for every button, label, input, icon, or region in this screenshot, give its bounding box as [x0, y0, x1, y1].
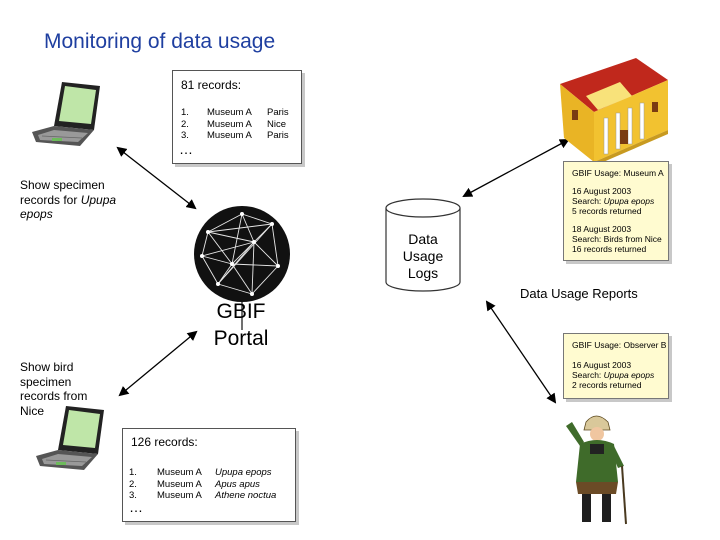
reports-heading: Data Usage Reports [520, 286, 638, 301]
results-row-museums: Museum A Museum A Museum A [157, 467, 202, 501]
report-note-museum: GBIF Usage: Museum A 16 August 2003 Sear… [563, 161, 669, 261]
arrow-logs-museum [462, 139, 570, 197]
arrow-laptop-top-portal [116, 146, 197, 210]
report-entry: 16 August 2003 Search: Upupa epops 2 rec… [572, 360, 655, 390]
report-header: GBIF Usage: Observer B [572, 340, 667, 350]
query-label-bottom: Show bird specimen records from Nice [20, 360, 88, 418]
diagram-title: Monitoring of data usage [44, 30, 276, 53]
results-ellipsis: … [179, 141, 194, 157]
query-label-top: Show specimen records for Upupa epops [20, 178, 117, 221]
logs-label: Data Usage Logs [402, 231, 444, 281]
results-row-places: Paris Nice Paris [267, 107, 289, 141]
top-results-box: 81 records: 1. 2. 3. Museum A Museum A M… [172, 70, 302, 164]
bottom-results-box: 126 records: 1. 2. 3. Museum A Museum A … [122, 428, 296, 522]
birdwatcher-icon [566, 415, 627, 525]
results-count: 126 records: [131, 435, 198, 449]
results-row-numbers: 1. 2. 3. [181, 107, 189, 141]
results-row-species: Upupa epops Apus apus Athene noctua [215, 467, 277, 501]
results-count: 81 records: [181, 78, 242, 92]
laptop-icon [36, 406, 104, 470]
network-globe-icon [194, 206, 290, 330]
report-entry: 16 August 2003 Search: Upupa epops 5 rec… [572, 186, 655, 216]
museum-building-icon [560, 58, 668, 166]
portal-label: GBIF Portal [213, 300, 269, 350]
laptop-icon [32, 82, 100, 146]
database-cylinder-icon [385, 198, 461, 292]
arrow-portal-laptop-bottom [118, 330, 198, 397]
report-entry: 18 August 2003 Search: Birds from Nice 1… [572, 224, 662, 254]
results-ellipsis: … [129, 499, 144, 515]
results-row-museums: Museum A Museum A Museum A [207, 107, 252, 141]
report-note-observer: GBIF Usage: Observer B 16 August 2003 Se… [563, 333, 669, 399]
report-header: GBIF Usage: Museum A [572, 168, 664, 178]
arrow-logs-observer [485, 300, 557, 404]
results-row-numbers: 1. 2. 3. [129, 467, 137, 501]
